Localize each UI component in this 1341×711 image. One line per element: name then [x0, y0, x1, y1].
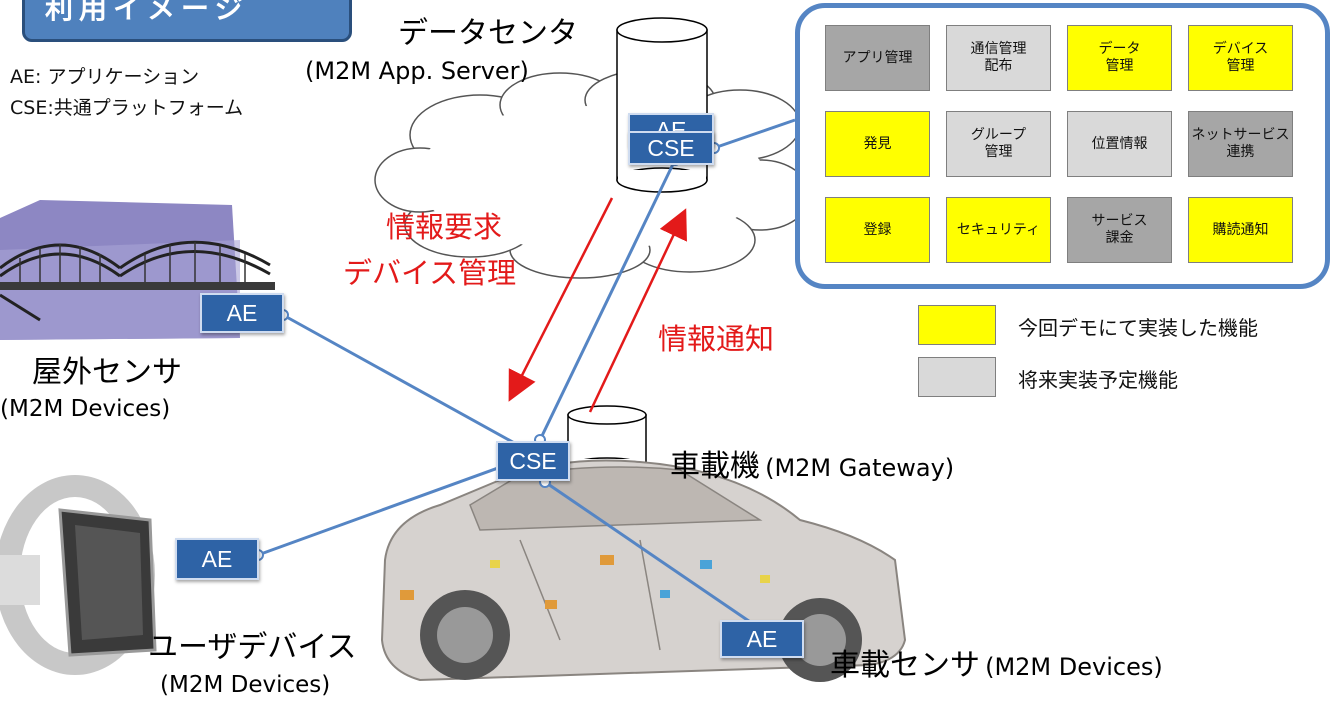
gateway-sub: (M2M Gateway)	[765, 454, 955, 482]
data-center-name: データセンタ	[398, 16, 578, 51]
function-cell: 登録	[825, 197, 930, 263]
bridge-illustration	[0, 200, 275, 340]
outdoor-name: 屋外センサ	[32, 355, 182, 390]
function-cell: デバイス 管理	[1188, 25, 1293, 91]
function-cell: アプリ管理	[825, 25, 930, 91]
function-cell: サービス 課金	[1067, 197, 1172, 263]
server-cylinder-icon	[616, 17, 708, 193]
function-cell: 位置情報	[1067, 111, 1172, 177]
car-sensor-name: 車載センサ	[830, 648, 980, 683]
user-device-sub: (M2M Devices)	[160, 672, 331, 698]
gateway-cse-box: CSE	[496, 441, 570, 481]
notify-label: 情報通知	[658, 322, 775, 356]
outdoor-sub: (M2M Devices)	[0, 396, 171, 422]
notify-arrow	[588, 208, 687, 413]
data-center-sub: (M2M App. Server)	[305, 57, 529, 85]
legend-implemented-text: 今回デモにて実装した機能	[1018, 316, 1258, 340]
gateway-label: 車載機 (M2M Gateway)	[670, 441, 954, 485]
car-illustration	[380, 459, 907, 682]
abbrev-ae: AE: アプリケーション	[10, 66, 200, 88]
user-device-ae-box: AE	[175, 538, 259, 580]
function-cell: 購読通知	[1188, 197, 1293, 263]
data-center-cse-box: CSE	[628, 131, 714, 165]
cse-function-panel: アプリ管理通信管理 配布データ 管理デバイス 管理発見グループ 管理位置情報ネッ…	[795, 3, 1330, 289]
function-cell: 通信管理 配布	[946, 25, 1051, 91]
request-arrow	[508, 197, 614, 402]
function-cell: ネットサービス 連携	[1188, 111, 1293, 177]
function-cell: 発見	[825, 111, 930, 177]
function-cell: セキュリティ	[946, 197, 1051, 263]
request-label-1: 情報要求	[386, 210, 503, 244]
outdoor-ae-box: AE	[200, 293, 284, 333]
car-sensor-ae-box: AE	[720, 620, 804, 658]
function-cell: データ 管理	[1067, 25, 1172, 91]
wearable-ring-illustration	[0, 475, 157, 675]
car-sensor-sub: (M2M Devices)	[985, 653, 1163, 681]
function-cell: グループ 管理	[946, 111, 1051, 177]
legend-future-text: 将来実装予定機能	[1018, 368, 1178, 392]
car-sensor-label: 車載センサ (M2M Devices)	[830, 640, 1163, 684]
request-label-2: デバイス管理	[343, 256, 517, 290]
connection-lines	[257, 118, 796, 632]
title-tab: 利用イメージ	[22, 0, 352, 42]
gateway-name: 車載機	[670, 449, 760, 484]
legend-future-swatch	[918, 357, 996, 397]
legend-implemented-swatch	[918, 305, 996, 345]
abbrev-cse: CSE:共通プラットフォーム	[10, 97, 244, 119]
user-device-name: ユーザデバイス	[148, 630, 357, 665]
